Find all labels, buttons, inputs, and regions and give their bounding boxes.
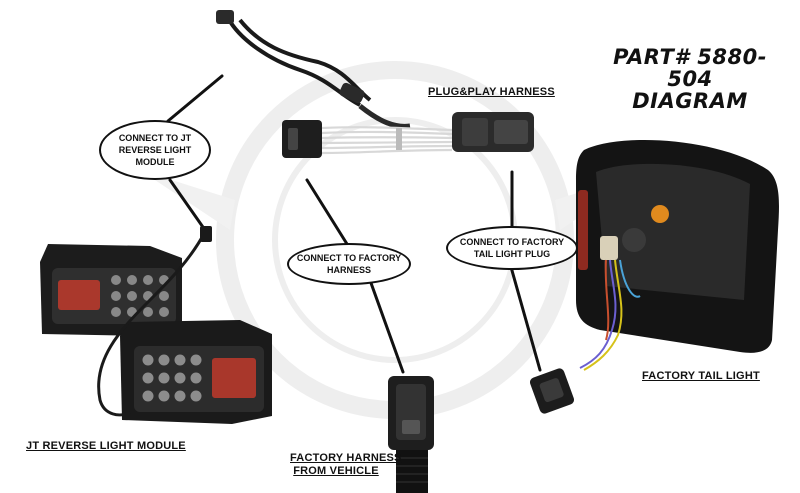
line-harness-to-reverse-bubble bbox=[166, 74, 224, 123]
label-factory-tail-light: FACTORY TAIL LIGHT bbox=[642, 370, 760, 382]
callout-connect-tail-light-plug: CONNECT TO FACTORY TAIL LIGHT PLUG bbox=[446, 226, 578, 270]
line-reverse-bubble-to-module bbox=[168, 178, 207, 232]
callout-tail-plug-line-1: CONNECT TO FACTORY bbox=[459, 237, 565, 247]
callout-connect-reverse-module: CONNECT TO JT REVERSE LIGHT MODULE bbox=[99, 120, 211, 180]
plugplay-harness-image bbox=[216, 10, 534, 158]
callout-factory-harness-line-1: CONNECT TO FACTORY bbox=[296, 253, 402, 263]
line-factory-bubble-to-plug bbox=[369, 281, 405, 374]
title-line-2: DIAGRAM bbox=[632, 89, 748, 113]
label-factory-harness-line-2: FROM VEHICLE bbox=[293, 465, 379, 477]
callout-reverse-line-2: REVERSE LIGHT bbox=[118, 145, 192, 155]
callout-reverse-line-3: MODULE bbox=[135, 157, 175, 167]
jt-reverse-light-module-image bbox=[40, 226, 272, 424]
line-tail-bubble-to-plug bbox=[509, 265, 542, 372]
label-factory-harness: FACTORY HARNESS FROM VEHICLE bbox=[290, 452, 402, 478]
callout-reverse-line-1: CONNECT TO JT bbox=[118, 133, 192, 143]
connector-lines bbox=[166, 74, 542, 374]
label-plugplay-harness: PLUG&PLAY HARNESS bbox=[428, 86, 555, 98]
factory-harness-image bbox=[388, 376, 434, 493]
label-jt-reverse-module: JT REVERSE LIGHT MODULE bbox=[26, 440, 186, 452]
callout-tail-plug-line-2: TAIL LIGHT PLUG bbox=[473, 249, 551, 259]
label-factory-harness-line-1: FACTORY HARNESS bbox=[290, 452, 402, 464]
callout-factory-harness-line-2: HARNESS bbox=[326, 265, 371, 275]
factory-tail-light-image bbox=[529, 139, 779, 414]
title-line-1: PART# 5880-504 bbox=[613, 45, 767, 91]
line-harness-to-factory-bubble bbox=[305, 178, 349, 246]
callout-connect-factory-harness: CONNECT TO FACTORY HARNESS bbox=[287, 243, 411, 285]
diagram-title: PART# 5880-504 DIAGRAM bbox=[592, 46, 788, 112]
